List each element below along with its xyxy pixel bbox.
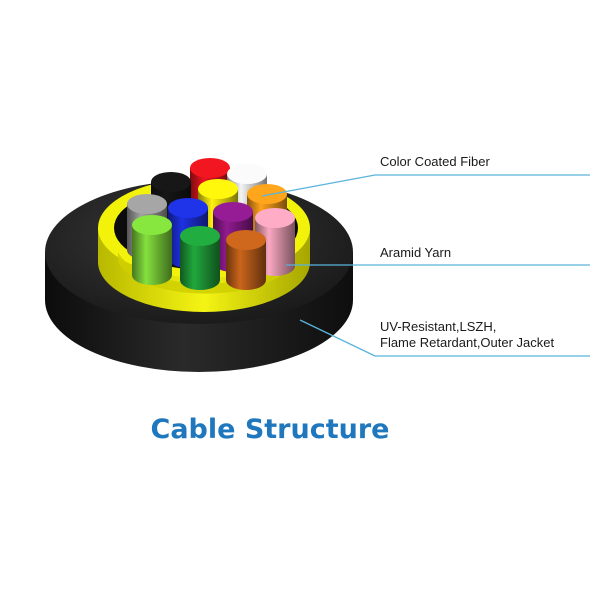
fiber-top <box>255 208 295 228</box>
fiber-top <box>247 184 287 204</box>
label-jacket-line2: Flame Retardant,Outer Jacket <box>380 335 555 350</box>
label-color-coated-fiber: Color Coated Fiber <box>380 154 490 169</box>
fiber-top <box>151 172 191 192</box>
fiber-top <box>180 226 220 246</box>
fiber-top <box>227 164 267 184</box>
fiber-top <box>226 230 266 250</box>
leader-lines <box>261 174 590 357</box>
fiber-brown <box>226 230 266 290</box>
fiber-leader-line <box>261 174 376 197</box>
label-aramid-yarn: Aramid Yarn <box>380 245 452 260</box>
color-coated-fibers <box>127 158 295 290</box>
jacket-leader-line <box>299 319 376 357</box>
fiber-top <box>198 179 238 199</box>
fiber-body <box>226 240 266 290</box>
fiber-body <box>180 236 220 290</box>
fiber-top <box>213 202 253 222</box>
label-jacket-line1: UV-Resistant,LSZH, <box>380 319 497 334</box>
fiber-top <box>168 198 208 218</box>
fiber-body <box>132 225 172 285</box>
fiber-dark-green <box>180 226 220 290</box>
fiber-top <box>132 215 172 235</box>
diagram-title: Cable Structure <box>150 414 390 445</box>
fiber-top <box>127 194 167 214</box>
fiber-top <box>190 158 230 178</box>
fiber-green <box>132 215 172 285</box>
